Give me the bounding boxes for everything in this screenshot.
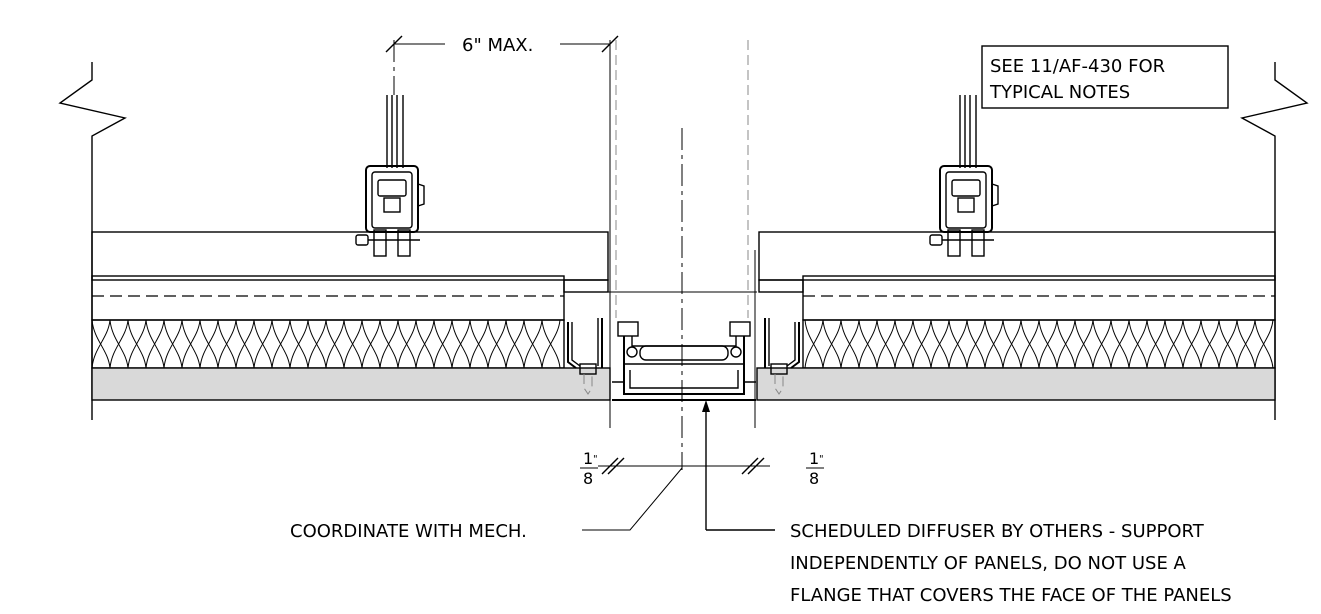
coordinate-callout: COORDINATE WITH MECH. xyxy=(290,467,683,542)
left-fastener xyxy=(579,363,597,395)
dimension-label: 6" MAX. xyxy=(462,35,533,56)
left-insulation-pattern xyxy=(91,319,561,369)
note-box: SEE 11/AF-430 FOR TYPICAL NOTES xyxy=(981,45,1229,109)
right-fastener xyxy=(770,363,788,395)
gap-right-fraction: 1 " 8 xyxy=(806,449,824,488)
svg-text:": " xyxy=(593,454,598,465)
right-break-line xyxy=(1240,62,1309,420)
right-lower-board xyxy=(802,275,1276,321)
diffuser-callout: SCHEDULED DIFFUSER BY OTHERS - SUPPORT I… xyxy=(790,521,1232,606)
svg-text:8: 8 xyxy=(583,469,593,488)
left-trim-channel xyxy=(567,322,577,369)
svg-text:8: 8 xyxy=(809,469,819,488)
right-trim-channel xyxy=(790,322,800,369)
svg-text:": " xyxy=(819,454,824,465)
left-hanger-clip xyxy=(355,95,425,257)
gap-dimension xyxy=(598,457,770,475)
center-diffuser xyxy=(393,40,775,531)
left-panel-assembly xyxy=(91,231,611,401)
right-panel-assembly xyxy=(756,231,1276,401)
callout-right-line-3: FLANGE THAT COVERS THE FACE OF THE PANEL… xyxy=(790,585,1232,606)
right-insulation-pattern xyxy=(804,319,1274,369)
left-face-panel xyxy=(91,367,611,401)
svg-text:1: 1 xyxy=(809,449,819,468)
left-step-board xyxy=(563,279,609,293)
right-upper-board xyxy=(758,231,1276,281)
left-lower-board xyxy=(91,275,565,321)
right-face-panel xyxy=(756,367,1276,401)
callout-left-text: COORDINATE WITH MECH. xyxy=(290,521,527,542)
note-line-1: SEE 11/AF-430 FOR xyxy=(990,56,1165,77)
callout-right-line-2: INDEPENDENTLY OF PANELS, DO NOT USE A xyxy=(790,553,1187,574)
right-hanger-clip xyxy=(929,95,999,257)
gap-left-fraction: 1 " 8 xyxy=(580,449,598,488)
right-insulation xyxy=(802,319,1276,369)
right-step-board xyxy=(758,279,804,293)
left-upper-board xyxy=(91,231,609,281)
callout-right-line-1: SCHEDULED DIFFUSER BY OTHERS - SUPPORT xyxy=(790,521,1205,542)
left-break-line xyxy=(58,62,127,420)
note-line-2: TYPICAL NOTES xyxy=(989,82,1130,103)
svg-text:1: 1 xyxy=(583,449,593,468)
top-dimension: 6" MAX. xyxy=(385,35,619,56)
